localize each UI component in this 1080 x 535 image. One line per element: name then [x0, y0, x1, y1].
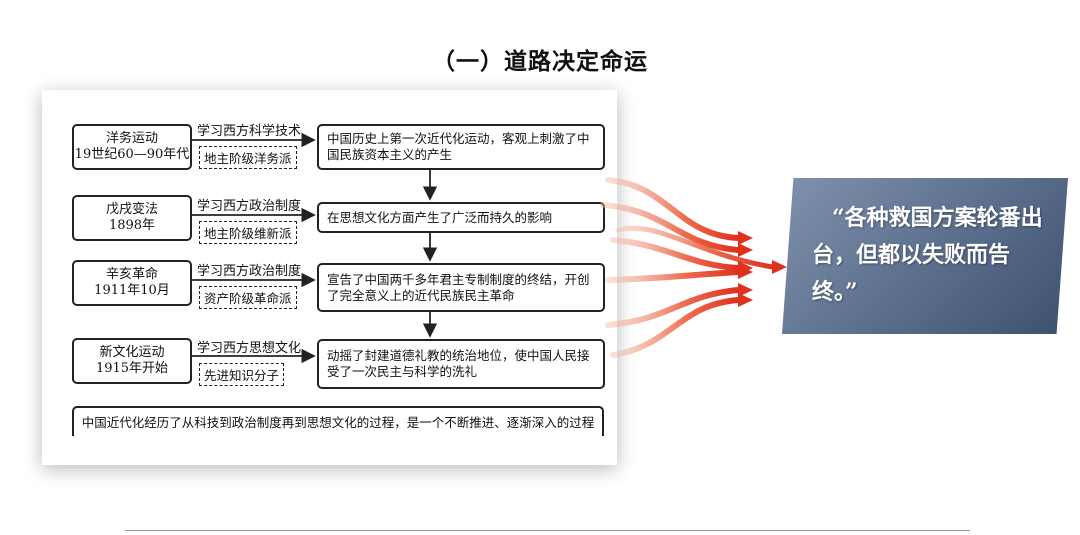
event-name: 戊戌变法 [105, 202, 158, 217]
event-box-4: 新文化运动 1915年开始 [72, 338, 192, 384]
red-arrowhead [738, 293, 753, 307]
page-title: （一）道路决定命运 [432, 49, 648, 75]
event-time: 1898年 [108, 218, 156, 233]
event-time: 1915年开始 [95, 361, 169, 376]
red-arrowhead [772, 260, 787, 274]
event-time: 19世纪60—90年代 [74, 147, 190, 162]
event-time: 1911年10月 [94, 283, 170, 298]
result-box-2: 在思想文化方面产生了广泛而持久的影响 [317, 202, 605, 233]
method-label: 学习西方政治制度 [197, 264, 302, 279]
method-label: 学习西方政治制度 [197, 199, 302, 214]
timeline-diagram: 洋务运动 19世纪60—90年代 学习西方科学技术 地主阶级洋务派 中国历史上第… [42, 90, 617, 465]
method-label: 学习西方思想文化 [197, 341, 302, 356]
group-label: 地主阶级维新派 [199, 221, 297, 244]
event-box-2: 戊戌变法 1898年 [72, 195, 192, 241]
group-label: 先进知识分子 [199, 363, 285, 386]
result-box-3: 宣告了中国两千多年君主专制制度的终结，开创了完全意义上的近代民族民主革命 [317, 263, 605, 312]
group-label: 地主阶级洋务派 [199, 146, 297, 169]
red-arrowhead [738, 283, 753, 297]
red-arrowhead [738, 265, 753, 279]
group-label: 资产阶级革命派 [199, 286, 297, 309]
quote-text: “各种救国方案轮番出台，但都以失败而告终。” [812, 205, 1043, 305]
quote-panel: “各种救国方案轮番出台，但都以失败而告终。” [782, 178, 1068, 334]
event-name: 洋务运动 [105, 131, 158, 146]
converging-red-arrows [600, 177, 787, 358]
red-arrowhead [738, 243, 753, 257]
event-box-3: 辛亥革命 1911年10月 [72, 260, 192, 306]
red-arrowhead [738, 231, 753, 245]
result-box-1: 中国历史上第一次近代化运动，客观上刺激了中国民族资本主义的产生 [317, 124, 605, 170]
summary-box: 中国近代化经历了从科技到政治制度再到思想文化的过程，是一个不断推进、逐渐深入的过… [72, 406, 604, 436]
result-box-4: 动摇了封建道德礼教的统治地位，使中国人民接受了一次民主与科学的洗礼 [317, 339, 605, 389]
method-label: 学习西方科学技术 [197, 124, 302, 139]
divider [125, 530, 970, 531]
connector-arrows [192, 132, 438, 364]
event-box-1: 洋务运动 19世纪60—90年代 [72, 124, 192, 170]
event-name: 新文化运动 [99, 345, 165, 360]
event-name: 辛亥革命 [105, 267, 158, 282]
